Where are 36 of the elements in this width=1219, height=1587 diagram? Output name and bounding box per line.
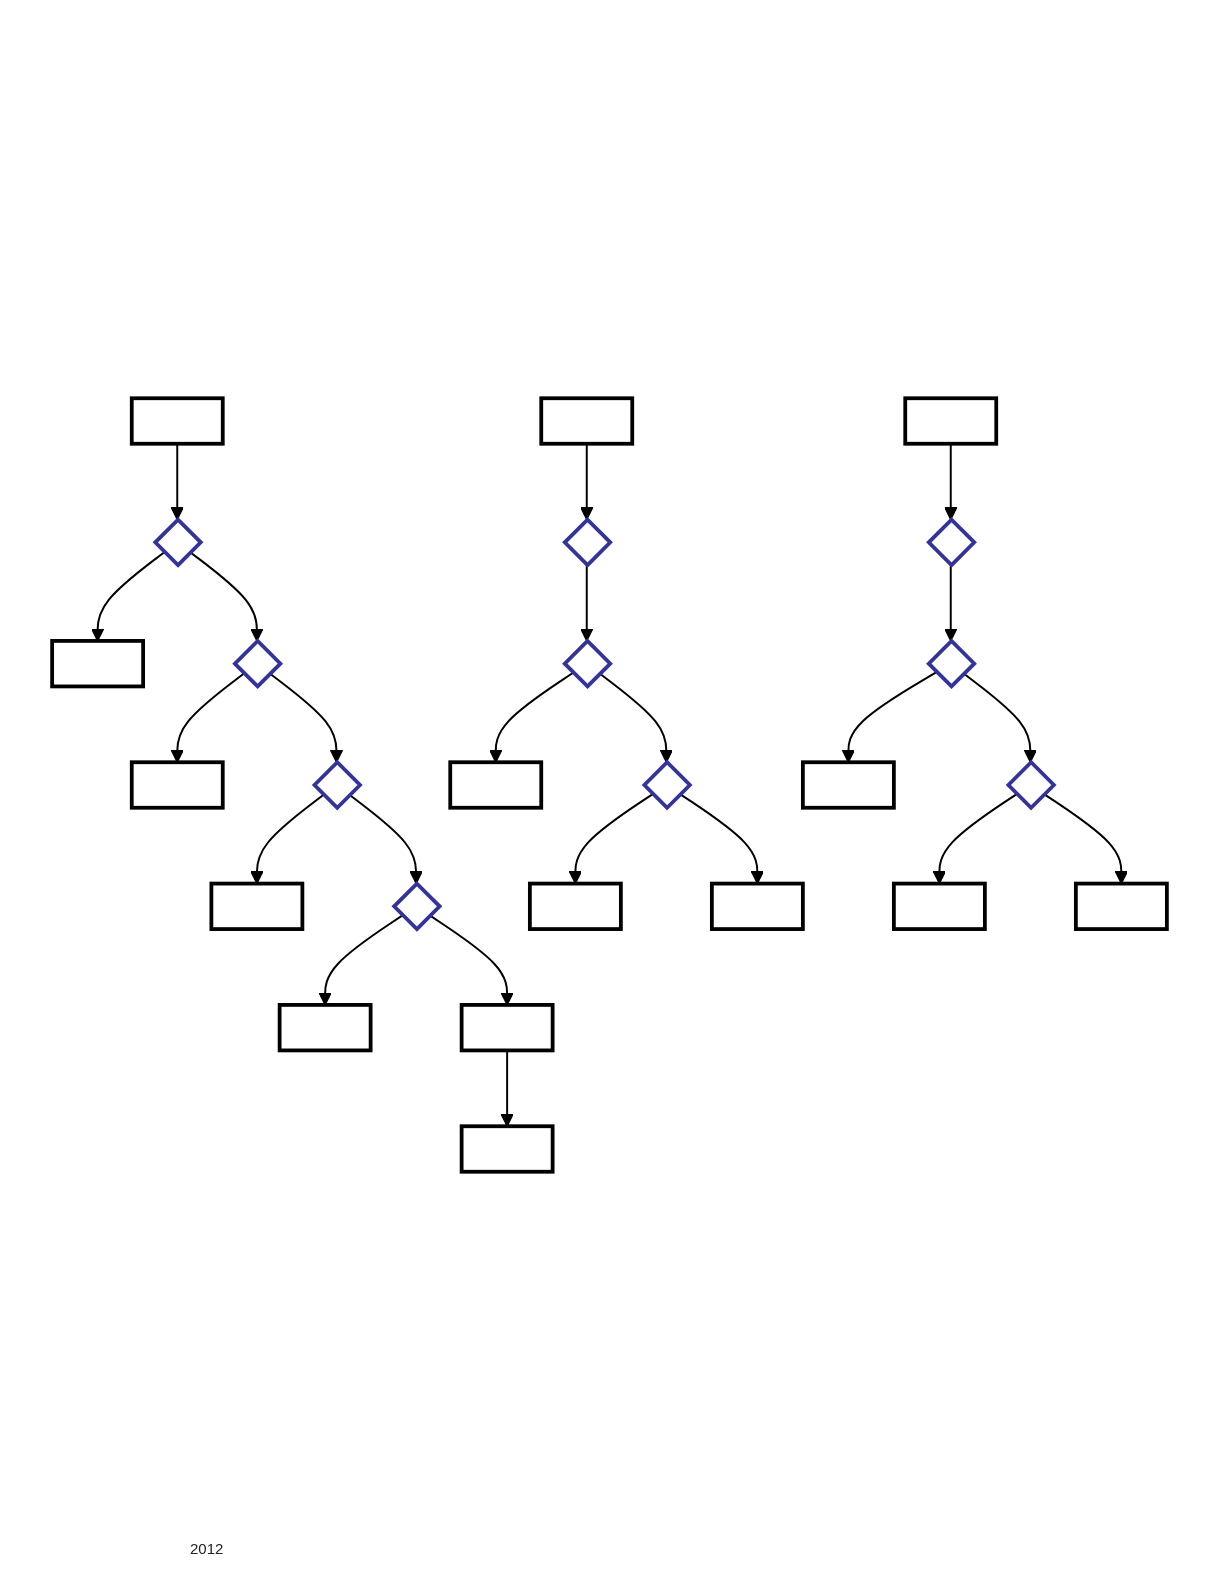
node-diamond: [391, 880, 443, 932]
arrow: [944, 564, 958, 642]
arrow: [348, 793, 423, 885]
node-box: [129, 396, 225, 446]
arrow: [841, 671, 938, 763]
node-diamond: [562, 638, 613, 690]
node-box: [891, 881, 987, 931]
node-box: [539, 396, 635, 446]
node-diamond: [641, 759, 693, 811]
year-label: 2012: [190, 1540, 224, 1557]
arrow: [170, 672, 245, 763]
node-box: [1073, 881, 1169, 931]
node-box: [209, 881, 305, 931]
arrow: [598, 672, 674, 763]
node-box: [800, 760, 896, 810]
arrow: [962, 672, 1038, 763]
node-diamond: [1005, 759, 1057, 811]
arrow: [489, 671, 575, 763]
node-box: [277, 1003, 373, 1053]
node-diamond: [152, 516, 204, 568]
node-box: [528, 881, 623, 931]
node-diamond: [232, 638, 284, 690]
arrow: [580, 564, 594, 642]
node-box: [129, 760, 225, 810]
node-box: [50, 639, 146, 689]
node-diamond: [926, 516, 977, 568]
node-box: [903, 396, 999, 446]
node-diamond: [926, 638, 977, 690]
node-box: [459, 1003, 555, 1053]
node-diamond: [562, 516, 613, 568]
node-box: [459, 1124, 555, 1174]
node-box: [709, 881, 805, 931]
node-diamond: [311, 759, 363, 811]
arrow: [268, 672, 344, 763]
arrow: [189, 551, 264, 642]
node-box: [448, 760, 544, 810]
